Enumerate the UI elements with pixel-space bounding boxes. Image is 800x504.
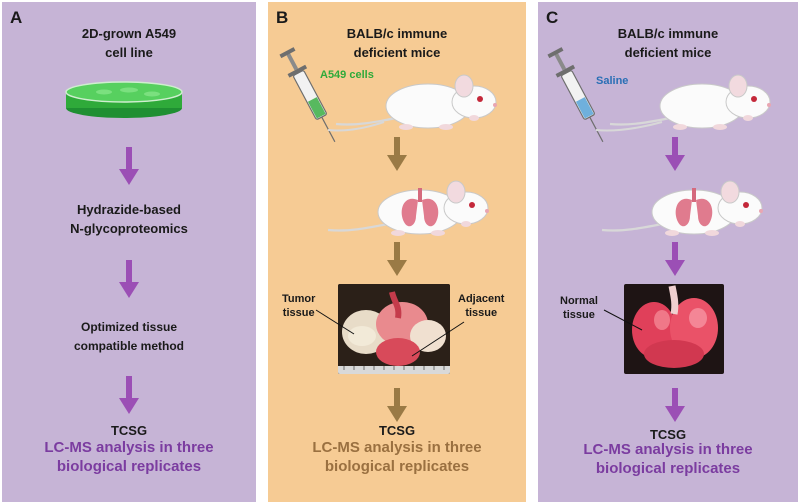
down-arrow-icon	[387, 388, 407, 422]
panel-title-line2: deficient mice	[624, 45, 712, 60]
panel-title: BALB/c immune deficient mice	[538, 24, 798, 62]
down-arrow-icon	[119, 147, 139, 185]
tumor-tissue-image	[338, 284, 450, 374]
step-optimized-line1: Optimized tissue	[80, 320, 178, 334]
step-optimized-line2: compatible method	[73, 339, 184, 353]
panel-letter: A	[10, 8, 23, 27]
panel-title-line1: BALB/c immune	[346, 26, 448, 41]
adjacent-tissue-label: Adjacent tissue	[458, 292, 504, 320]
result-line2: biological replicates	[56, 458, 202, 475]
injection-label: Saline	[596, 75, 629, 87]
result-text: LC-MS analysis in three biological repli…	[268, 438, 526, 476]
tumor-label-line1: Tumor	[282, 293, 316, 305]
injection-label: A549 cells	[320, 69, 374, 81]
mouse-with-lungs-icon	[326, 179, 491, 238]
petri-dish-icon	[65, 81, 183, 118]
tumor-label-line2: tissue	[282, 307, 315, 319]
pointer-line	[603, 309, 643, 331]
tail-line	[595, 121, 663, 132]
panel-letter: C	[546, 8, 559, 27]
result-line1: LC-MS analysis in three	[312, 439, 482, 456]
step-hydrazide: Hydrazide-based N-glycoproteomics	[2, 200, 256, 238]
result-text: LC-MS analysis in three biological repli…	[2, 438, 256, 476]
panel-b: B BALB/c immune deficient mice A549 cell…	[268, 2, 526, 502]
adjacent-label-line1: Adjacent	[458, 293, 505, 305]
tcsg-label: TCSG	[110, 423, 148, 438]
tail-line	[327, 121, 385, 132]
panel-a: A 2D-grown A549 cell line Hydrazide-base…	[2, 2, 256, 502]
tcsg-label: TCSG	[649, 427, 687, 442]
panel-title-line2: cell line	[105, 45, 153, 60]
adjacent-label-line2: tissue	[465, 307, 498, 319]
normal-label-line2: tissue	[563, 309, 595, 321]
normal-label-line1: Normal	[560, 295, 598, 307]
down-arrow-icon	[665, 137, 685, 171]
mouse-with-lungs-icon	[600, 179, 765, 238]
down-arrow-icon	[665, 242, 685, 276]
down-arrow-icon	[665, 388, 685, 422]
down-arrow-icon	[119, 260, 139, 298]
result-line2: biological replicates	[595, 460, 741, 477]
step-hydrazide-line1: Hydrazide-based	[76, 202, 182, 217]
panel-title: 2D-grown A549 cell line	[2, 24, 256, 62]
step-optimized: Optimized tissue compatible method	[2, 318, 256, 356]
pointer-line	[411, 321, 465, 357]
down-arrow-icon	[387, 137, 407, 171]
panel-title: BALB/c immune deficient mice	[268, 24, 526, 62]
panel-title-line1: 2D-grown A549	[81, 26, 177, 41]
result-line1: LC-MS analysis in three	[583, 441, 753, 458]
result-line1: LC-MS analysis in three	[44, 439, 214, 456]
pointer-line	[315, 309, 355, 335]
mouse-icon	[334, 73, 499, 132]
mouse-icon	[608, 73, 773, 132]
tumor-tissue-label: Tumor tissue	[282, 292, 315, 320]
result-line2: biological replicates	[324, 458, 470, 475]
tcsg-label: TCSG	[378, 423, 416, 438]
panel-c: C BALB/c immune deficient mice Saline	[538, 2, 798, 502]
panel-letter: B	[276, 8, 289, 27]
syringe-icon	[277, 45, 345, 148]
down-arrow-icon	[119, 376, 139, 414]
step-hydrazide-line2: N-glycoproteomics	[70, 221, 188, 236]
panel-title-line1: BALB/c immune	[617, 26, 719, 41]
normal-tissue-label: Normal tissue	[560, 294, 598, 322]
down-arrow-icon	[387, 242, 407, 276]
result-text: LC-MS analysis in three biological repli…	[538, 440, 798, 478]
syringe-icon	[545, 45, 613, 148]
panel-title-line2: deficient mice	[353, 45, 441, 60]
